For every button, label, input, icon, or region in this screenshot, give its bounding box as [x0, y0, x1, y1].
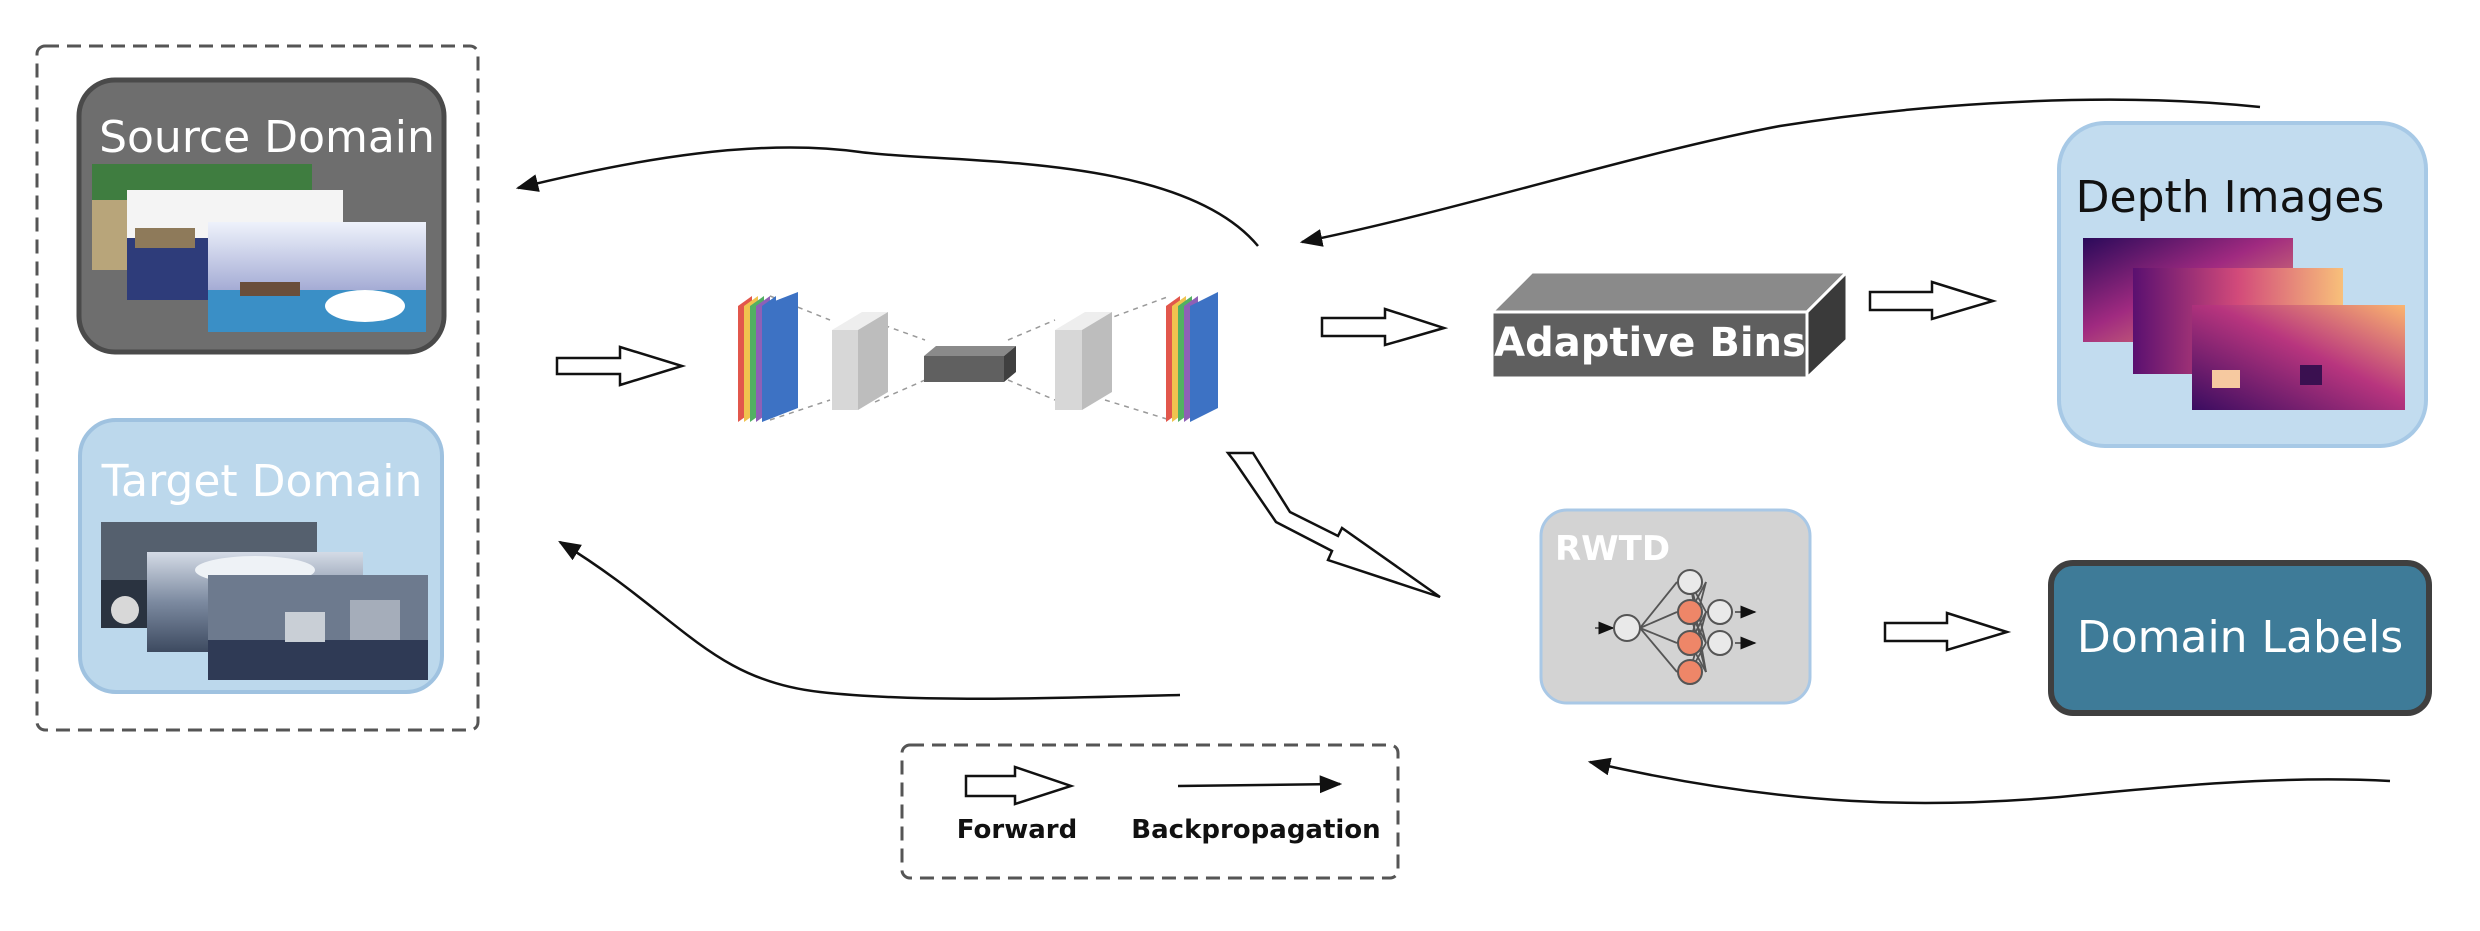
rwtd-panel: RWTD [1539, 508, 1812, 705]
rwtd-label: RWTD [1555, 529, 1670, 569]
legend-forward-symbol [964, 765, 1075, 806]
forward-arrow-net-to-rwtd [1225, 451, 1441, 599]
target-thumbnails [101, 522, 428, 680]
backprop-arrow-labels-to-rwtd [1587, 757, 2391, 805]
legend-backprop-label: Backpropagation [1131, 815, 1380, 845]
forward-arrow-bins-to-depth [1868, 280, 1998, 321]
source-domain-label: Source Domain [99, 112, 435, 163]
depth-images-label: Depth Images [2076, 172, 2385, 223]
target-domain-panel: Target Domain [78, 418, 444, 694]
legend-forward-label: Forward [957, 815, 1077, 845]
encoder-decoder-network-icon [738, 292, 1218, 422]
forward-arrows [555, 280, 2012, 652]
depth-images-panel: Depth Images [2057, 121, 2428, 448]
forward-arrow-domains-to-net [555, 345, 687, 387]
legend-backprop-symbol [1177, 775, 1343, 794]
target-domain-label: Target Domain [101, 456, 423, 507]
source-domain-panel: Source Domain [76, 77, 447, 355]
backprop-arrow-depth-to-net [1299, 98, 2261, 247]
backprop-arrows [515, 98, 2391, 805]
domain-labels-label: Domain Labels [2077, 612, 2403, 663]
source-thumbnails [92, 164, 426, 332]
depth-thumbnails [2083, 238, 2405, 410]
adaptive-bins-label: Adaptive Bins [1494, 320, 1806, 366]
graph-nodes [1613, 569, 1733, 685]
backprop-arrow-to-target [558, 540, 1181, 701]
domain-group-border [35, 44, 480, 732]
adaptive-bins-block: Adaptive Bins [1488, 268, 1851, 382]
forward-arrow-rwtd-to-labels [1883, 611, 2012, 652]
legend-border [900, 743, 1400, 880]
backprop-arrow-to-source [515, 146, 1259, 247]
forward-arrow-net-to-bins [1320, 307, 1449, 347]
legend: Forward Backpropagation [900, 743, 1400, 880]
domain-labels-box: Domain Labels [2048, 560, 2432, 716]
